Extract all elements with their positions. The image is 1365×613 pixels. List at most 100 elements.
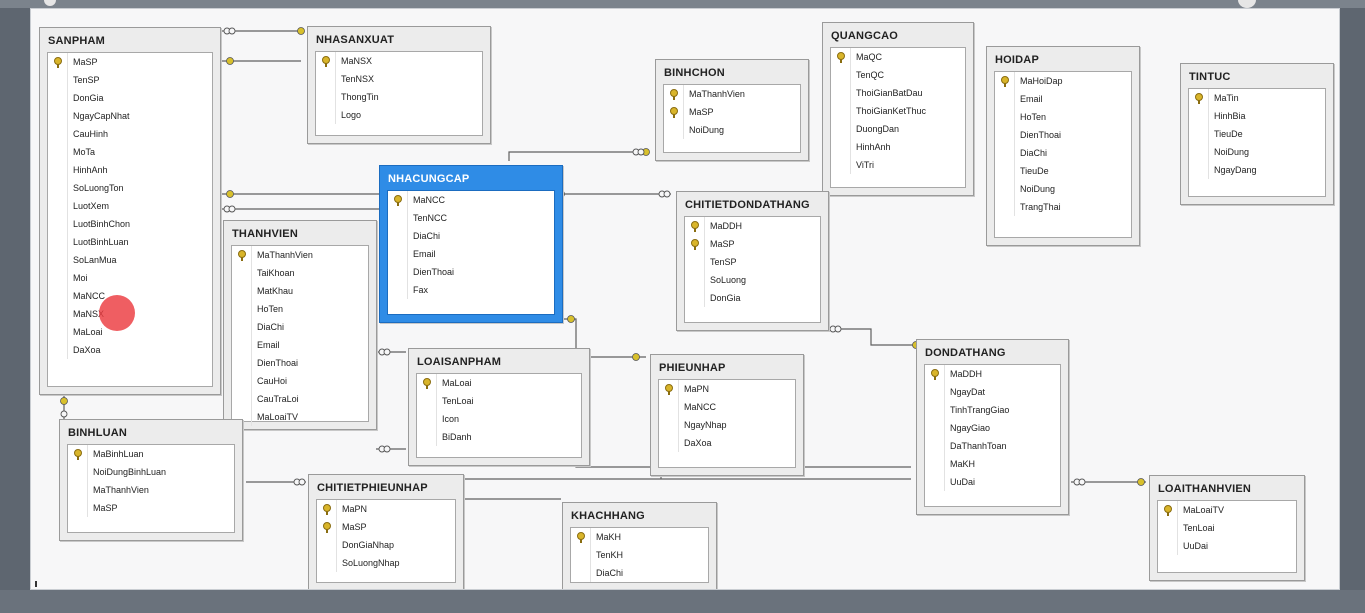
column-row[interactable]: MaThanhVien <box>232 246 368 264</box>
column-row[interactable]: DienThoai <box>232 354 368 372</box>
column-row[interactable]: CauHinh <box>48 125 212 143</box>
column-row[interactable]: MaSP <box>48 53 212 71</box>
column-row[interactable]: TaiKhoan <box>232 264 368 282</box>
column-row[interactable]: BiDanh <box>417 428 581 446</box>
column-row[interactable]: Fax <box>388 281 554 299</box>
column-row[interactable]: MaSP <box>68 499 234 517</box>
column-row[interactable]: MaThanhVien <box>664 85 800 103</box>
column-row[interactable]: MaNCC <box>659 398 795 416</box>
column-row[interactable]: TenQC <box>831 66 965 84</box>
column-row[interactable]: MaLoaiTV <box>232 408 368 426</box>
column-row[interactable]: MaTin <box>1189 89 1325 107</box>
column-row[interactable]: NgayCapNhat <box>48 107 212 125</box>
column-row[interactable]: TieuDe <box>995 162 1131 180</box>
column-row[interactable]: SoLanMua <box>48 251 212 269</box>
column-row[interactable]: Email <box>995 90 1131 108</box>
column-row[interactable]: MatKhau <box>232 282 368 300</box>
column-row[interactable]: DaXoa <box>48 341 212 359</box>
column-row[interactable]: TinhTrangGiao <box>925 401 1060 419</box>
column-row[interactable]: HinhAnh <box>831 138 965 156</box>
column-row[interactable]: HoTen <box>232 300 368 318</box>
column-row[interactable]: MoTa <box>48 143 212 161</box>
column-row[interactable]: MaNSX <box>316 52 482 70</box>
column-row[interactable]: TenNCC <box>388 209 554 227</box>
column-row[interactable]: DiaChi <box>388 227 554 245</box>
column-row[interactable]: DiaChi <box>232 318 368 336</box>
column-row[interactable]: ThoiGianKetThuc <box>831 102 965 120</box>
column-row[interactable]: MaNCC <box>48 287 212 305</box>
column-row[interactable]: MaNSX <box>48 305 212 323</box>
column-row[interactable]: TenNSX <box>316 70 482 88</box>
column-row[interactable]: Logo <box>316 106 482 124</box>
column-row[interactable]: ThongTin <box>316 88 482 106</box>
column-row[interactable]: DienThoai <box>995 126 1131 144</box>
column-row[interactable]: MaKH <box>571 528 708 546</box>
column-row[interactable]: LuotXem <box>48 197 212 215</box>
column-row[interactable]: TenKH <box>571 546 708 564</box>
column-row[interactable]: NgayGiao <box>925 419 1060 437</box>
column-row[interactable]: TenSP <box>48 71 212 89</box>
column-row[interactable]: ThoiGianBatDau <box>831 84 965 102</box>
column-row[interactable]: MaLoai <box>48 323 212 341</box>
column-row[interactable]: TieuDe <box>1189 125 1325 143</box>
column-row[interactable]: DaXoa <box>659 434 795 452</box>
column-row[interactable]: MaDDH <box>925 365 1060 383</box>
column-row[interactable]: MaSP <box>317 518 455 536</box>
column-row[interactable]: LuotBinhChon <box>48 215 212 233</box>
column-row[interactable]: MaThanhVien <box>68 481 234 499</box>
column-row[interactable]: NoiDungBinhLuan <box>68 463 234 481</box>
column-row[interactable]: MaDDH <box>685 217 820 235</box>
column-row[interactable]: UuDai <box>925 473 1060 491</box>
column-row[interactable]: DonGiaNhap <box>317 536 455 554</box>
column-row[interactable]: TenSP <box>685 253 820 271</box>
column-row[interactable]: NoiDung <box>1189 143 1325 161</box>
column-row[interactable]: NgayDang <box>1189 161 1325 179</box>
column-row[interactable]: NoiDung <box>664 121 800 139</box>
column-row[interactable]: LuotBinhLuan <box>48 233 212 251</box>
column-row[interactable]: HinhBia <box>1189 107 1325 125</box>
column-row[interactable]: Icon <box>417 410 581 428</box>
column-row[interactable]: Moi <box>48 269 212 287</box>
column-row[interactable]: DuongDan <box>831 120 965 138</box>
column-row[interactable]: SoLuong <box>685 271 820 289</box>
column-row[interactable]: MaLoaiTV <box>1158 501 1296 519</box>
column-row[interactable]: MaQC <box>831 48 965 66</box>
column-row[interactable]: TenLoai <box>1158 519 1296 537</box>
column-row[interactable]: MaSP <box>685 235 820 253</box>
column-row[interactable]: DonGia <box>685 289 820 307</box>
column-row[interactable]: MaPN <box>317 500 455 518</box>
column-row[interactable]: DienThoai <box>388 263 554 281</box>
column-row[interactable]: DaThanhToan <box>925 437 1060 455</box>
column-row[interactable]: TenLoai <box>417 392 581 410</box>
column-row[interactable]: Email <box>232 336 368 354</box>
column-row[interactable]: CauHoi <box>232 372 368 390</box>
column-row[interactable]: Email <box>388 245 554 263</box>
column-row[interactable]: MaPN <box>659 380 795 398</box>
column-row[interactable]: MaBinhLuan <box>68 445 234 463</box>
column-row[interactable]: DiaChi <box>995 144 1131 162</box>
column-row[interactable]: UuDai <box>1158 537 1296 555</box>
column-row[interactable]: SoLuongTon <box>48 179 212 197</box>
column-row[interactable]: MaKH <box>925 455 1060 473</box>
column-row[interactable]: MaLoai <box>417 374 581 392</box>
column-row[interactable]: NgayDat <box>925 383 1060 401</box>
column-row[interactable]: HoTen <box>995 108 1131 126</box>
column-row[interactable]: DiaChi <box>571 564 708 582</box>
